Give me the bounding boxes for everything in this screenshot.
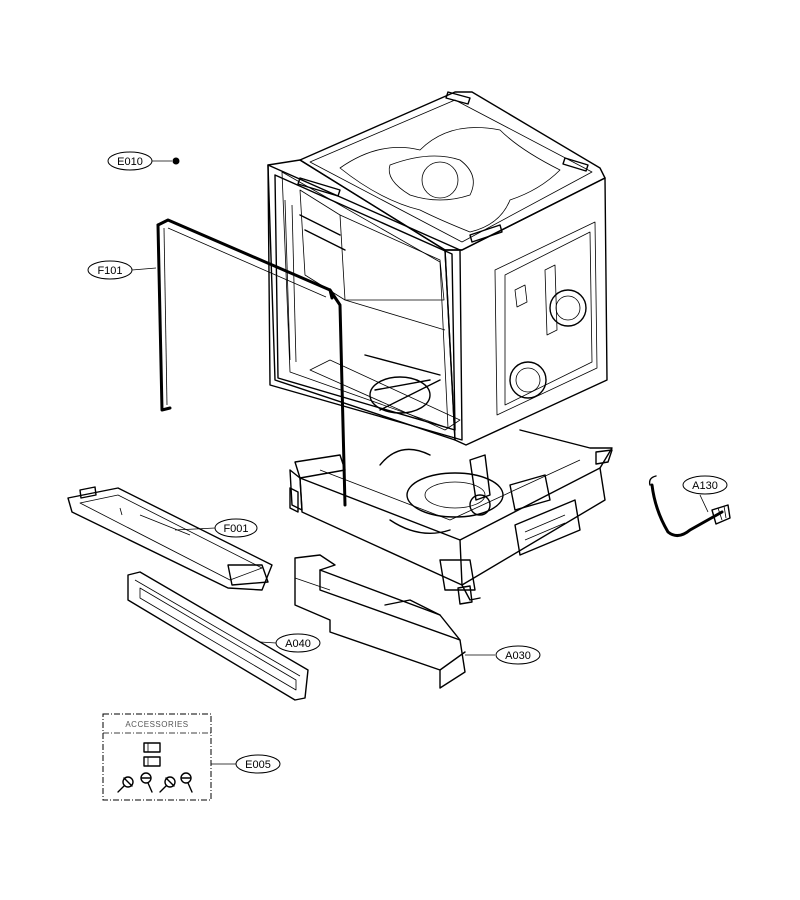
callout-a130[interactable]: A130 bbox=[682, 475, 728, 495]
callout-label: A040 bbox=[285, 638, 311, 650]
tub-assembly bbox=[267, 91, 608, 446]
callout-a040[interactable]: A040 bbox=[275, 633, 321, 653]
callout-e005[interactable]: E005 bbox=[235, 754, 281, 774]
callout-f101[interactable]: F101 bbox=[87, 260, 133, 280]
accessories-title: ACCESSORIES bbox=[125, 720, 188, 729]
callout-label: A030 bbox=[505, 650, 531, 662]
callout-label: E010 bbox=[117, 156, 143, 168]
base-assembly bbox=[289, 429, 613, 605]
bracket-f001 bbox=[67, 486, 273, 591]
callout-e010[interactable]: E010 bbox=[107, 151, 153, 171]
accessories-box bbox=[102, 713, 212, 801]
callout-label: E005 bbox=[245, 759, 271, 771]
leader-lines bbox=[131, 160, 709, 765]
side-trim-a030 bbox=[294, 554, 466, 689]
drain-hose-a130 bbox=[648, 475, 731, 537]
callout-f001[interactable]: F001 bbox=[214, 518, 258, 538]
kick-panel-a040 bbox=[127, 571, 309, 701]
door-gasket-f101 bbox=[156, 218, 347, 507]
callout-label: F001 bbox=[223, 523, 248, 535]
screw-e010 bbox=[172, 157, 180, 165]
callout-a030[interactable]: A030 bbox=[495, 645, 541, 665]
callout-label: F101 bbox=[97, 265, 122, 277]
callout-label: A130 bbox=[692, 480, 718, 492]
